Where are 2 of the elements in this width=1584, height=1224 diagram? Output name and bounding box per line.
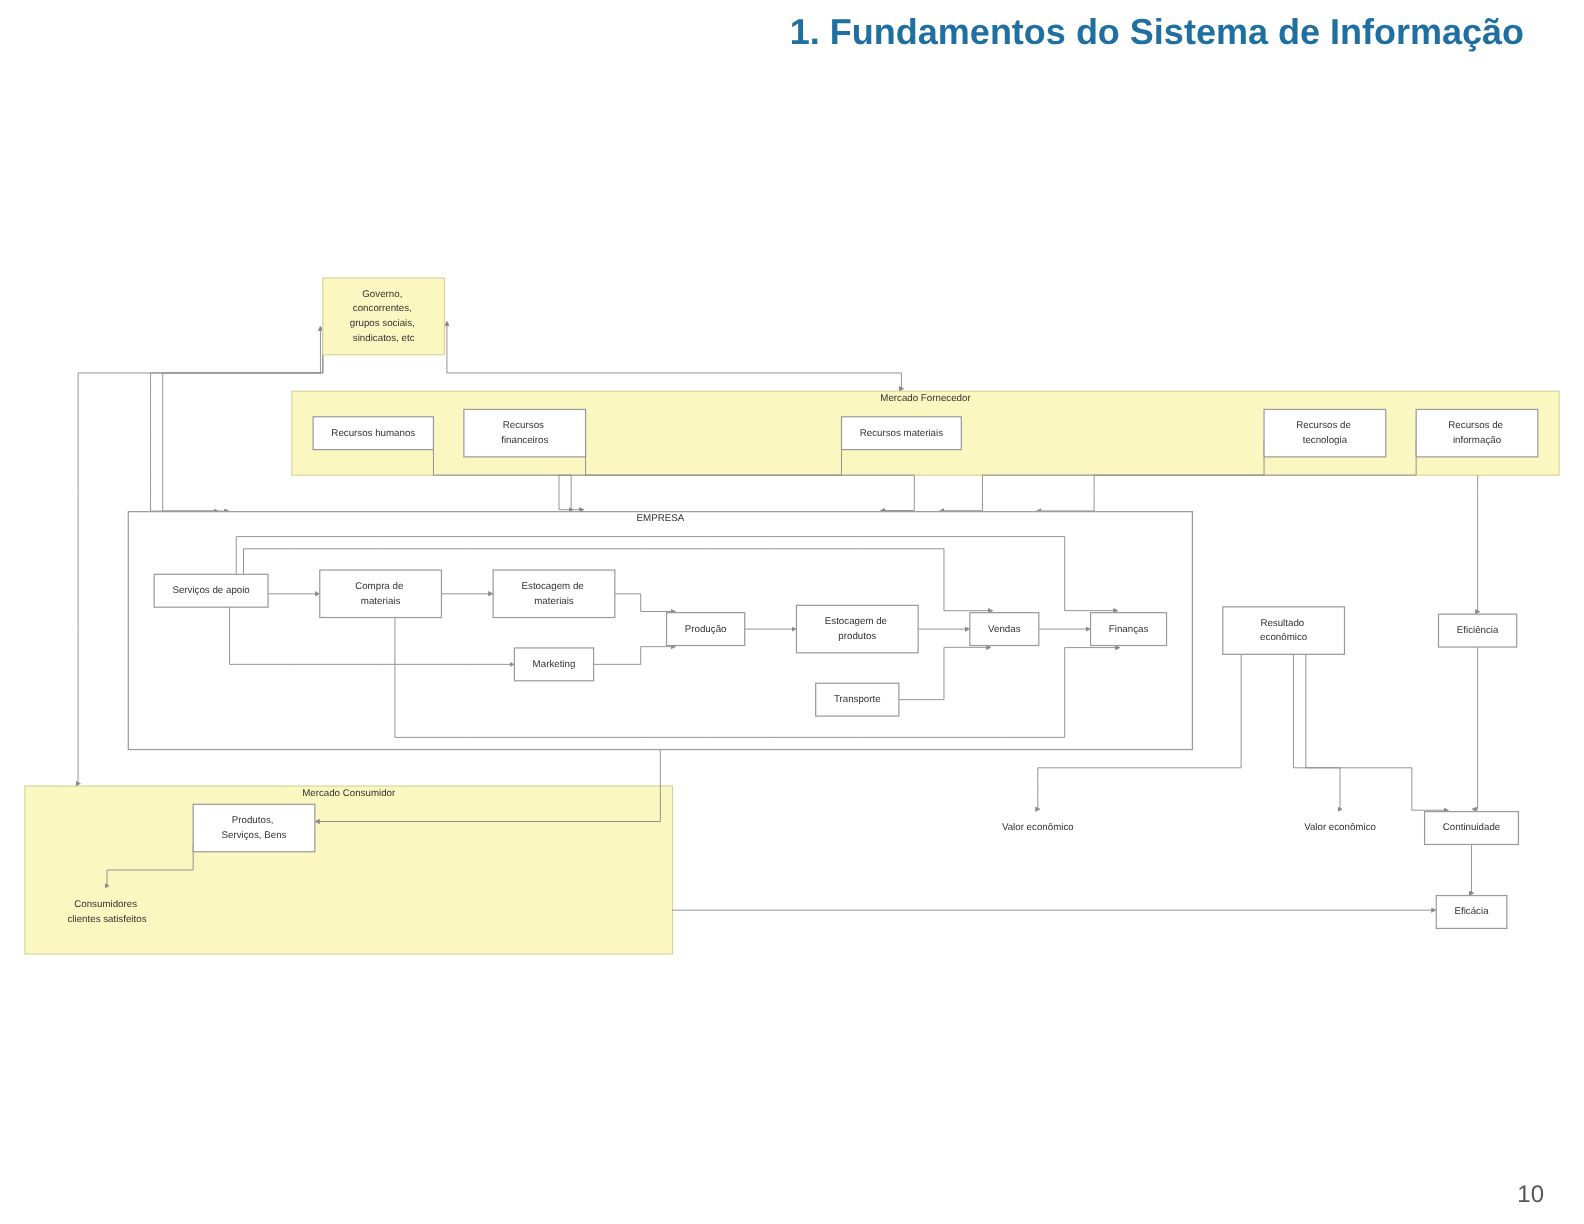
page-number: 10	[1517, 1180, 1544, 1208]
title: 1. Fundamentos do Sistema de Informação	[789, 12, 1524, 54]
